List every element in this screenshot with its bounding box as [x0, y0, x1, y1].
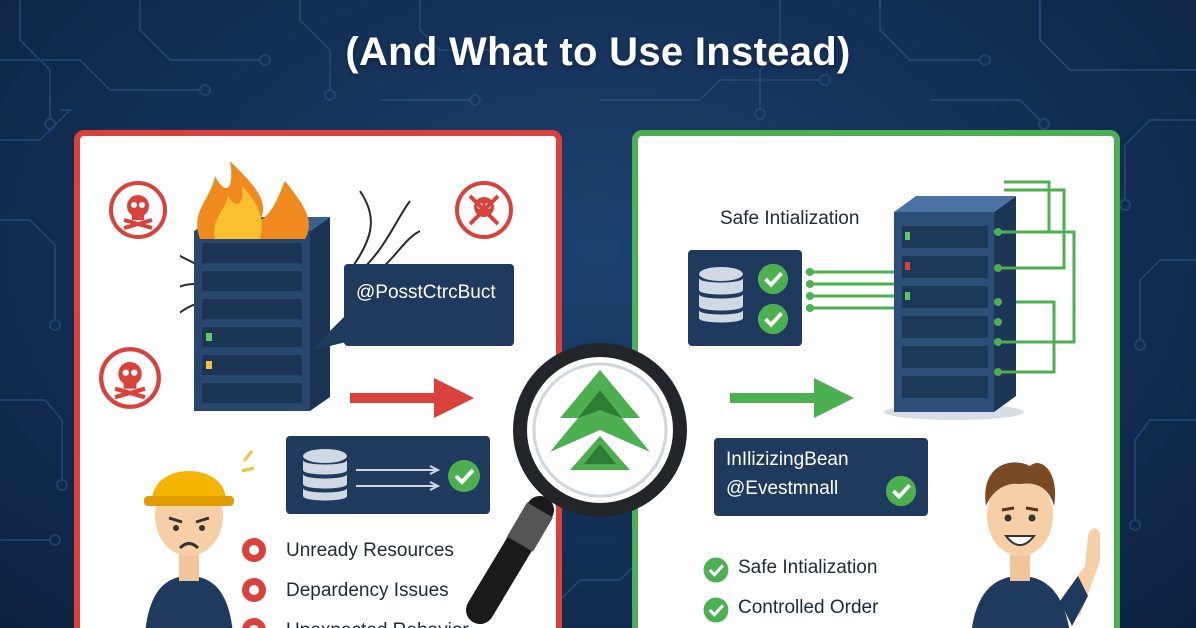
skull-icon: [109, 181, 167, 239]
warning-icon: [242, 578, 266, 602]
check-icon: [757, 263, 789, 295]
callout-pointer: [310, 311, 350, 351]
skull-icon: [455, 181, 513, 239]
check-icon: [703, 557, 729, 583]
server-icon: [180, 161, 420, 411]
postconstruct-annotation-box: @PosstCtrcBuct: [344, 264, 514, 346]
eventlistener-label: @Evestmnall: [726, 478, 839, 499]
issue-item: Upexpected Rehavior: [286, 620, 469, 628]
arrow-right-icon: [730, 378, 854, 418]
happy-avatar: [972, 462, 1100, 628]
data-flow-lines: [356, 465, 441, 491]
database-icon: [303, 449, 347, 501]
arrow-right-icon: [350, 378, 474, 418]
check-icon: [448, 460, 480, 492]
warning-icon: [242, 618, 266, 628]
magnifier-icon: [466, 343, 687, 624]
connector-lines: [806, 268, 904, 312]
worker-avatar: [144, 450, 254, 628]
skull-icon: [99, 347, 161, 409]
check-icon: [757, 303, 789, 335]
issue-item: Unready Resources: [286, 540, 454, 561]
alternative-annotations-box: InIlizizingBean @Evestmnall: [714, 438, 928, 516]
issue-item: Depardency Issues: [286, 580, 449, 601]
check-icon: [703, 597, 729, 623]
good-practice-panel: Safe Intialization: [632, 130, 1120, 628]
database-icon: [699, 267, 743, 323]
initializingbean-label: InIlizizingBean: [726, 449, 849, 470]
server-icon: [884, 180, 1076, 420]
benefit-item: Safe Intialization: [738, 557, 878, 578]
page-title: (And What to Use Instead): [345, 30, 851, 74]
benefit-item: Controlled Order: [738, 597, 879, 618]
database-check-box: [688, 250, 802, 346]
safe-initialization-caption: Safe Intialization: [720, 208, 860, 229]
spring-leaf-logo: [550, 370, 650, 470]
check-icon: [885, 475, 917, 507]
warning-icon: [242, 538, 266, 562]
annotation-label: @PosstCtrcBuct: [356, 282, 496, 303]
bad-practice-panel: @PosstCtrcBuct: [74, 130, 562, 628]
database-box: [286, 436, 490, 514]
